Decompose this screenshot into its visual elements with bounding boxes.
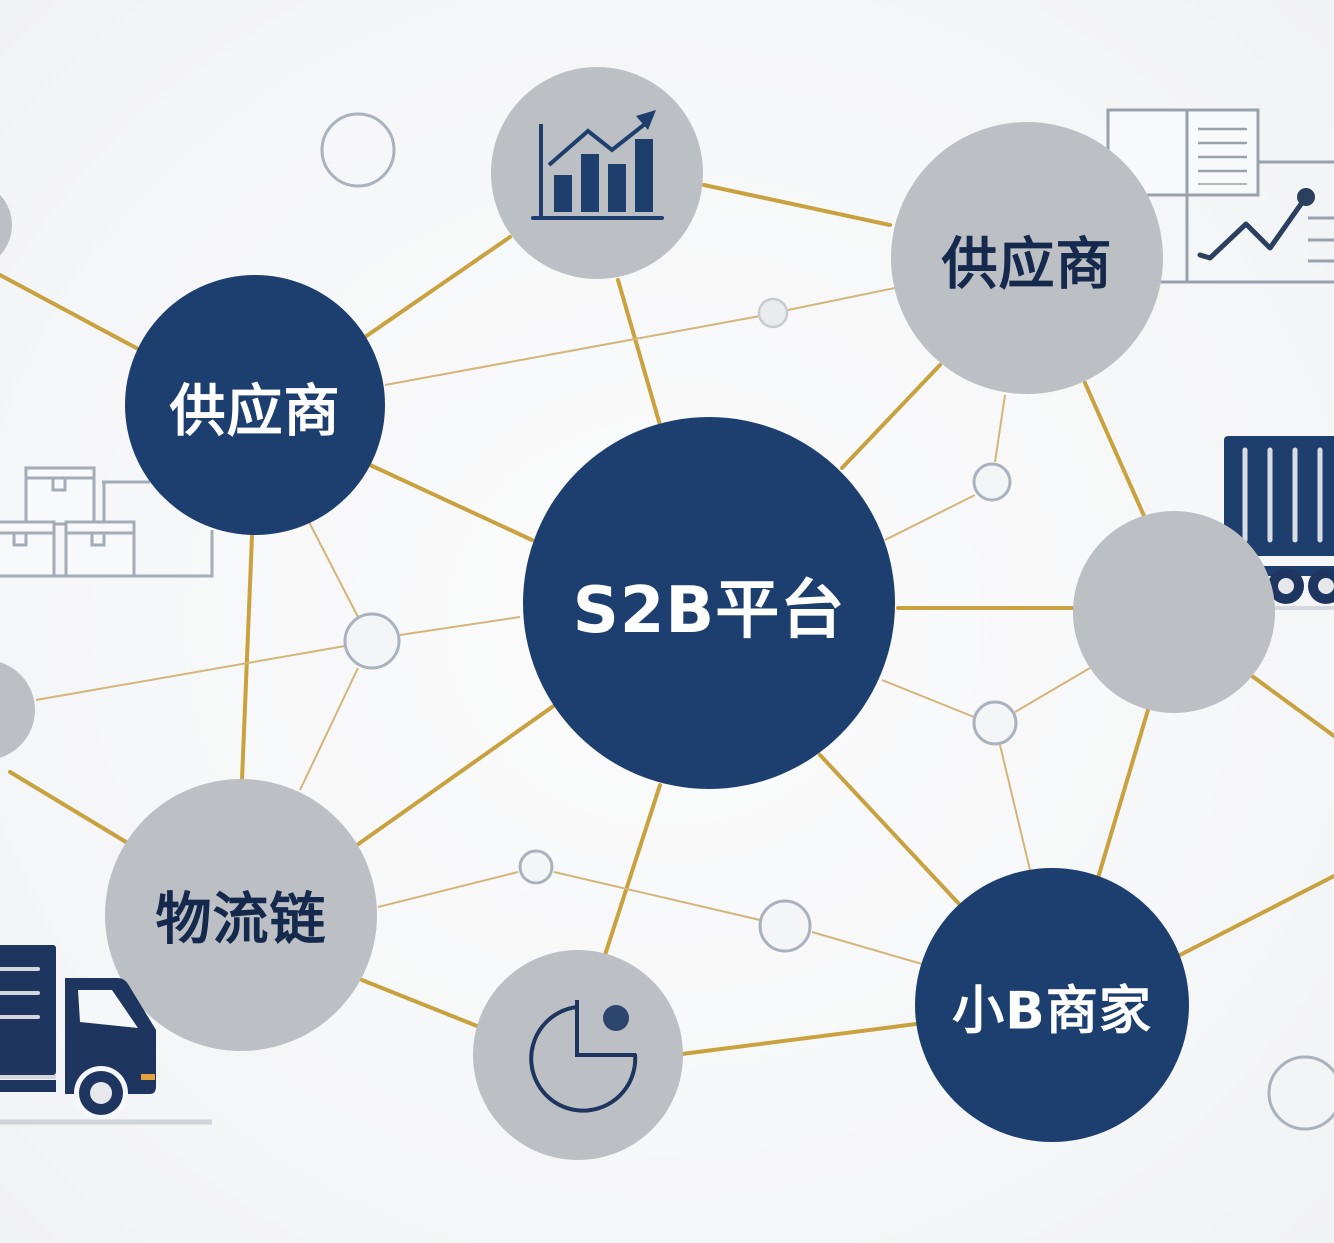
small-node [972, 700, 1018, 746]
supplier-right-node [891, 122, 1163, 394]
pie-chart-icon [529, 1000, 638, 1113]
logistics-label: 物流链 [155, 887, 327, 953]
right-blank-node [1073, 511, 1275, 713]
stacked-boxes-icon [0, 466, 214, 578]
small-node [758, 899, 812, 953]
shipping-container-truck-icon [1224, 436, 1334, 610]
small-nodes [320, 112, 1334, 1131]
center-platform-label: S2B平台 [572, 574, 846, 648]
supplier-right-label: 供应商 [941, 232, 1113, 298]
center-platform-node [523, 417, 895, 789]
small-node [972, 462, 1012, 502]
navy-nodes [125, 275, 1189, 1142]
supplier-left-node [125, 275, 385, 535]
delivery-truck-icon [0, 945, 212, 1125]
small-node [320, 112, 396, 188]
secondary-connections [35, 287, 1091, 965]
merchant-node [915, 868, 1189, 1142]
small-node [1267, 1055, 1334, 1131]
small-node [518, 849, 554, 885]
merchant-label: 小B商家 [952, 981, 1152, 1042]
bar-chart-trend-icon [531, 110, 664, 220]
partial-node-top-left [0, 194, 12, 256]
supplier-left-label: 供应商 [169, 379, 341, 445]
small-node [343, 612, 401, 670]
partial-node-mid-left [0, 662, 35, 758]
logistics-node [105, 779, 377, 1051]
small-node [757, 297, 789, 329]
primary-connections [0, 183, 1334, 1056]
